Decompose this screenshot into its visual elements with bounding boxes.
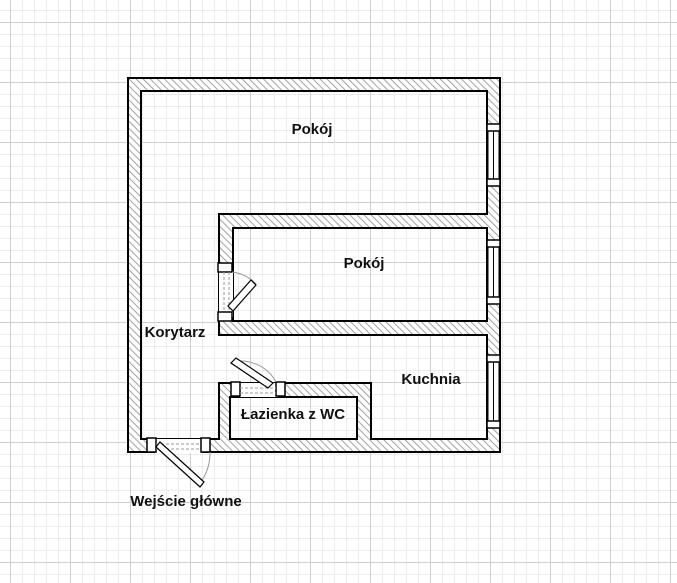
door-pokoj-middle bbox=[217, 262, 257, 322]
room-label-pokoj-top: Pokój bbox=[292, 121, 333, 138]
walls bbox=[127, 77, 501, 453]
window-pokoj-middle bbox=[486, 239, 501, 305]
window-kuchnia bbox=[486, 354, 501, 429]
room-label-pokoj-middle: Pokój bbox=[344, 255, 385, 272]
room-label-lazienka: Łazienka z WC bbox=[241, 406, 345, 423]
room-label-korytarz: Korytarz bbox=[145, 324, 206, 341]
entrance-label: Wejście główne bbox=[130, 493, 241, 510]
room-label-kuchnia: Kuchnia bbox=[401, 371, 461, 388]
door-entrance bbox=[146, 437, 211, 488]
door-lazienka bbox=[230, 357, 286, 397]
window-pokoj-top bbox=[486, 123, 501, 187]
